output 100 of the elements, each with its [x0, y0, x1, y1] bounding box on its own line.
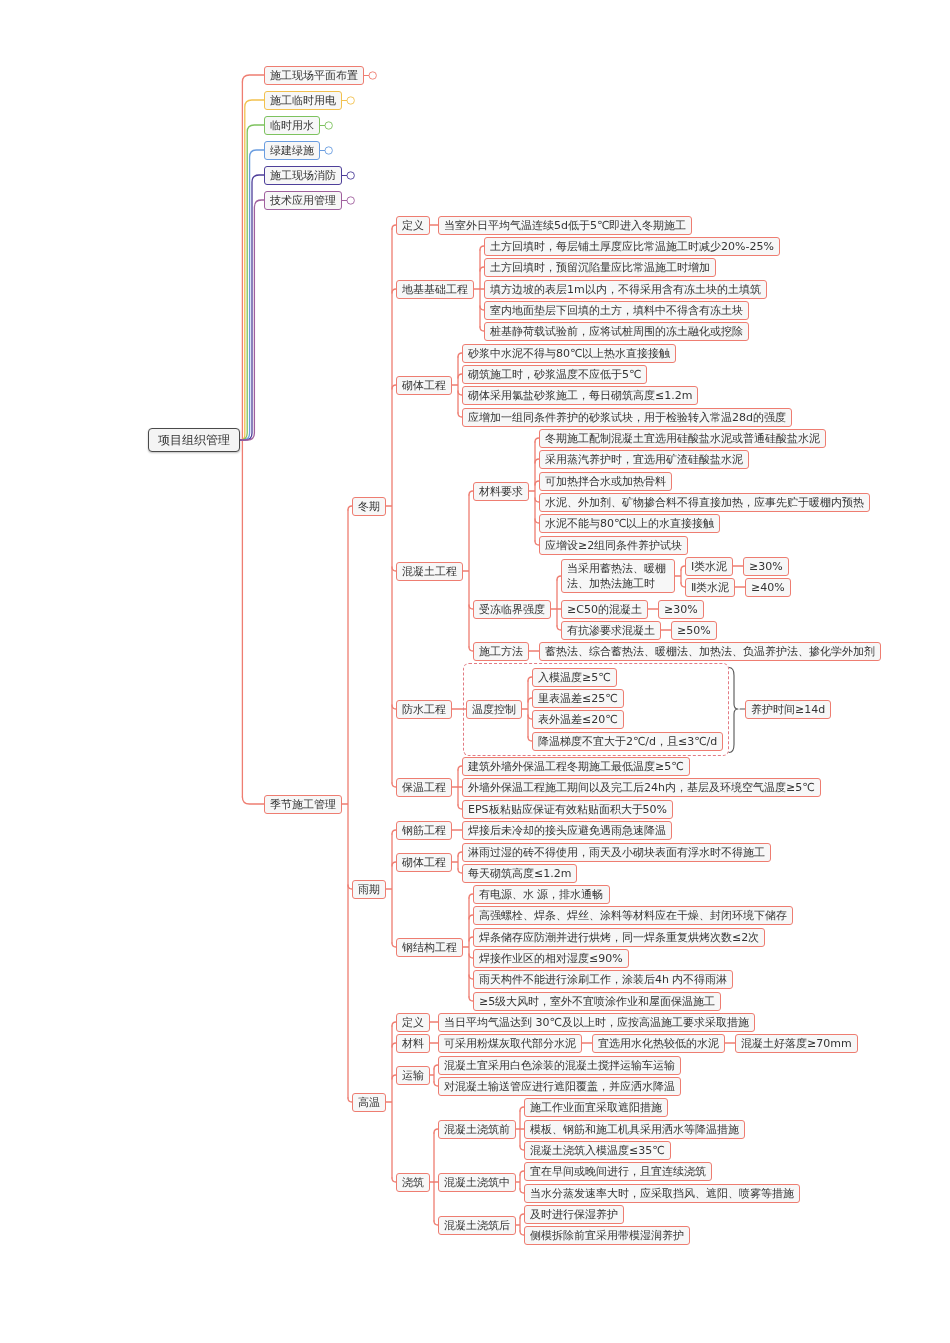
topic-box: 淋雨过湿的砖不得使用，雨天及小砌块表面有浮水时不得施工: [462, 842, 771, 862]
topic-box: 外墙外保温工程施工期间以及完工后24h内，基层及环境空气温度≥5℃: [462, 777, 821, 797]
connector-line: [479, 266, 485, 272]
connector-line: [680, 582, 686, 588]
topic-box: 浇筑: [396, 1172, 430, 1192]
connector-line: [519, 1188, 525, 1194]
connector-trunk: [451, 769, 459, 806]
connector-line: [433, 1081, 439, 1087]
topic-box: 模板、钢筋和施工机具采用洒水等降温措施: [524, 1119, 745, 1139]
topic-box: 砌体工程: [396, 375, 452, 395]
topic-box: 临时用水: [264, 115, 320, 135]
connector-line: [391, 829, 397, 835]
connector-line: [734, 586, 746, 588]
connector-line: [433, 1220, 439, 1226]
topic-box: 应增加一组同条件养护的砂浆试块，用于检验转入常温28d的强度: [462, 407, 792, 427]
topic-box: 高温: [352, 1092, 386, 1112]
topic-box: 宜在早间或晚间进行，且宜连续浇筑: [524, 1161, 712, 1181]
connector-line: [457, 352, 463, 358]
topic-box: 钢结构工程: [396, 937, 463, 957]
connector-line: [468, 646, 474, 652]
topic-box: 蓄热法、综合蓄热法、暖棚法、加热法、负温养护法、掺化学外加剂: [539, 641, 881, 661]
connector-line: [347, 505, 353, 511]
topic-box: 室内地面垫层下回填的土方，填料中不得含有冻土块: [484, 300, 749, 320]
connector-line: [241, 796, 265, 805]
connector-trunk: [385, 1025, 393, 1179]
topic-box: 表外温差≤20℃: [532, 709, 624, 729]
topic-box: 当采用蓄热法、暖棚法、加热法施工时: [561, 559, 675, 593]
topic-box: 有抗渗要求混凝土: [561, 620, 661, 640]
connector-line: [457, 390, 463, 396]
connector-line: [647, 608, 659, 610]
topic-box: 当水分蒸发速率大时，应采取挡风、遮阳、喷雾等措施: [524, 1183, 800, 1203]
connector-line: [468, 914, 474, 920]
connector-trunk: [429, 1132, 435, 1222]
topic-box: 受冻临界强度: [473, 599, 551, 619]
topic-box: Ⅱ类水泥: [685, 577, 736, 597]
connector-trunk: [385, 833, 393, 944]
connector-line: [479, 245, 485, 251]
topic-box: 钢筋工程: [396, 820, 452, 840]
topic-box: ≥50%: [671, 620, 717, 640]
topic-box: 混凝土工程: [396, 561, 463, 581]
connector-trunk: [341, 509, 349, 1099]
connector-trunk: [429, 1068, 435, 1083]
connector-trunk: [515, 1110, 521, 1147]
connector-line: [534, 437, 540, 443]
connector-line: [391, 1074, 397, 1080]
connector-line: [457, 804, 463, 810]
connector-line: [556, 625, 562, 631]
connector-line: [534, 497, 540, 503]
topic-box: ≥40%: [745, 577, 791, 597]
connector-trunk: [515, 1217, 521, 1232]
topic-box: 绿建绿施: [264, 140, 320, 160]
topic-box: 侧模拆除前宜采用带模湿润养护: [524, 1225, 690, 1245]
topic-box: 可采用粉煤灰取代部分水泥: [438, 1033, 582, 1053]
connector-line: [519, 1170, 525, 1176]
connector-line: [429, 1042, 439, 1044]
connector-trunk: [451, 356, 459, 414]
connector-trunk: [515, 1174, 521, 1190]
connector-line: [581, 1042, 593, 1044]
connector-line: [556, 575, 562, 581]
connector-line: [479, 305, 485, 311]
topic-box: 砌筑施工时，砂浆温度不应低于5℃: [462, 364, 648, 384]
topic-box: 材料: [396, 1033, 430, 1053]
topic-box: 每天砌筑高度≤1.2m: [462, 863, 578, 883]
topic-box: EPS板粘贴应保证有效粘贴面积大于50%: [462, 799, 673, 819]
connector-line: [391, 782, 397, 788]
connector-line: [724, 1042, 736, 1044]
topic-box: 里表温差≤25℃: [532, 688, 624, 708]
connector-line: [347, 1097, 353, 1103]
topic-box: 及时进行保湿养护: [524, 1204, 624, 1224]
topic-box: 混凝土浇筑前: [438, 1119, 516, 1139]
topic-box: 冬期: [352, 496, 386, 516]
topic-box: 冬期施工配制混凝土宜选用硅酸盐水泥或普通硅酸盐水泥: [539, 428, 826, 448]
topic-box: 填方边坡的表层1m以内，不得采用含有冻土块的土填筑: [484, 279, 767, 299]
connector-line: [519, 1230, 525, 1236]
connector-trunk: [521, 680, 529, 738]
topic-box: Ⅰ类水泥: [685, 556, 734, 576]
topic-box: 宜选用水化热较低的水泥: [592, 1033, 725, 1053]
topic-box: 砂浆中水泥不得与80℃以上热水直接接触: [462, 343, 677, 363]
topic-box: 温度控制: [466, 699, 522, 719]
topic-box: 桩基静荷载试验前，应将试桩周围的冻土融化或挖除: [484, 321, 749, 341]
topic-box: 入模温度≥5℃: [532, 667, 617, 687]
connector-line: [732, 565, 744, 567]
topic-box: 施工作业面宜采取遮阳措施: [524, 1097, 668, 1117]
connector-line: [451, 708, 467, 710]
topic-box: 降温梯度不宜大于2℃/d，且≤3℃/d: [532, 731, 724, 751]
topic-box: 混凝土好落度≥70mm: [735, 1033, 858, 1053]
topic-box: ≥C50的混凝土: [561, 599, 648, 619]
connector-line: [519, 1128, 525, 1130]
connector-line: [391, 224, 397, 230]
connector-line: [457, 786, 463, 788]
connector-line: [468, 893, 474, 899]
connector-line: [534, 458, 540, 464]
connector-line: [391, 1177, 397, 1183]
connector-line: [391, 566, 397, 572]
connector-trunk: [451, 855, 459, 870]
topic-box: 混凝土浇筑中: [438, 1172, 516, 1192]
topic-box: 雨天构件不能进行涂刷工作，涂装后4h 内不得雨淋: [473, 969, 734, 989]
connector-line: [457, 412, 463, 418]
topic-box: 土方回填时，预留沉陷量应比常温施工时增加: [484, 257, 716, 277]
topic-box: 建筑外墙外保温工程冬期施工最低温度≥5℃: [462, 756, 690, 776]
